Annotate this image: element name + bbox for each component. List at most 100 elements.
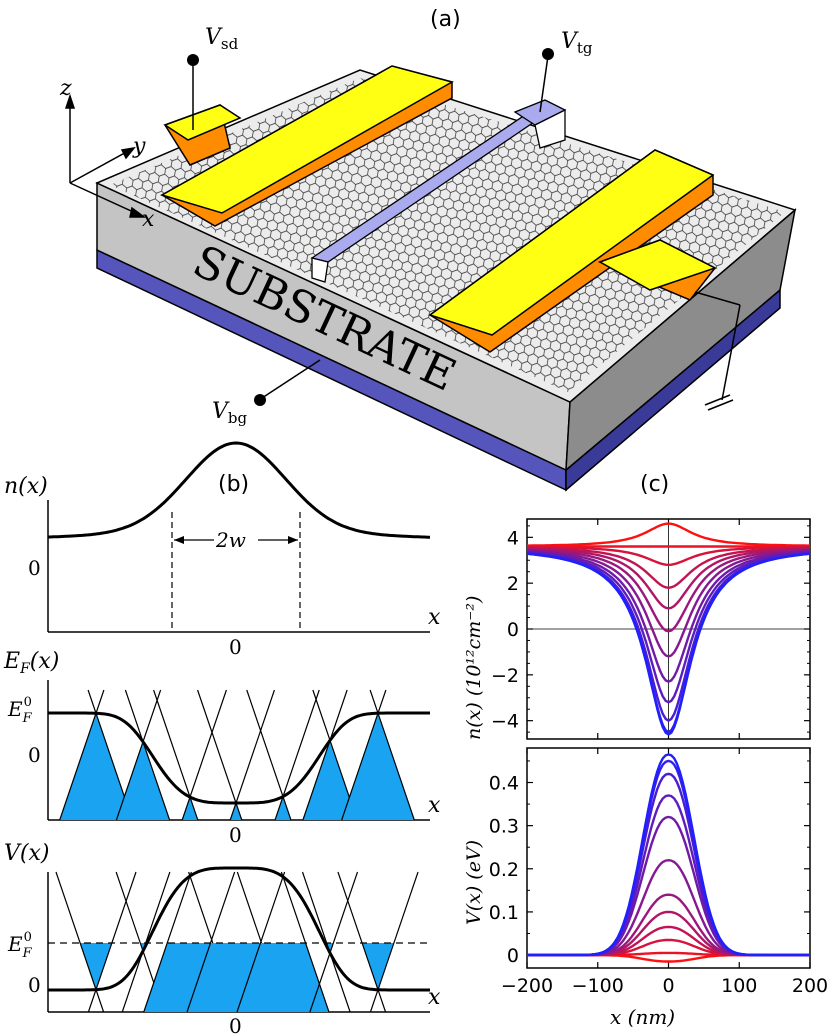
b-ef-cone-line-a-3: [197, 689, 243, 821]
b-width-label: 2w: [215, 528, 246, 552]
b-ef-xlabel: x: [428, 793, 441, 818]
b-ef-cone-fill-5: [302, 740, 358, 820]
c-top-series-8: [526, 551, 811, 704]
vtg-terminal-icon: [542, 48, 554, 60]
b-ef-cone-fill-0: [59, 713, 133, 820]
c-top-ytick-label-3: 2: [507, 573, 519, 595]
b-v-cone-line-a-4: [280, 871, 330, 1013]
c-top-series-7: [526, 550, 811, 684]
c-top-ylabel: n(x) (10¹²cm⁻²): [463, 596, 485, 740]
panel-c: (c) −4 −2 0 2 4 n(x) (10¹²cm⁻²) 0 0.1 0.2 0.3 0.…: [463, 472, 828, 1029]
c-bottom-ytick-label-1: 0.1: [489, 902, 519, 924]
c-top-series-6: [526, 549, 811, 658]
panel-c-label: (c): [640, 472, 669, 497]
c-bottom-xtick-label-1: −100: [572, 975, 624, 997]
source-contact: [160, 65, 454, 227]
b-ef-cone-line-a-4: [246, 689, 292, 821]
b-v-zero-y: 0: [28, 973, 41, 997]
b-ef-cone-line-a-1: [124, 689, 171, 821]
b-ef-cone-line-a-6: [369, 689, 415, 821]
coordinate-axes: [64, 93, 147, 218]
b-v-cone-line-b-3: [186, 871, 236, 1013]
c-top-series-5: [526, 548, 811, 633]
vsd-label: Vsd: [205, 25, 239, 53]
b-v-cone-line-a-5: [301, 871, 351, 1013]
c-xlabel: x (nm): [610, 1005, 675, 1029]
vtg-label: Vtg: [561, 29, 593, 57]
ground-icon: [694, 291, 741, 411]
c-top-ytick-label-4: 4: [507, 527, 519, 549]
b-ef-cone-line-b-0: [59, 689, 105, 821]
b-ef-cone-fill-3: [230, 803, 242, 820]
c-bottom-series-8: [527, 794, 810, 957]
axis-x-label: x: [142, 207, 155, 232]
b-v-cone-line-b-5: [309, 871, 359, 1013]
b-ef-ef0-label: EF0: [7, 695, 33, 726]
b-ef-cone-fill-2: [182, 797, 198, 820]
c-top-ytick-label-0: −4: [491, 711, 519, 733]
c-bottom-ytick-label-2: 0.2: [489, 859, 519, 881]
c-bottom-ytick-label-3: 0.3: [489, 816, 519, 838]
b-v-cone-fill-5: [326, 943, 334, 953]
b-v-ylabel: V(x): [4, 841, 49, 866]
b-ef-cone-line-b-3: [229, 689, 275, 821]
c-bottom-xtick-label-4: 200: [792, 975, 828, 997]
c-bottom-series-4: [527, 910, 810, 957]
b-v-zero-x: 0: [229, 1014, 242, 1036]
b-ef-cone-line-b-6: [341, 689, 387, 821]
top-gate: [310, 99, 567, 283]
b-ef-cone-fill-4: [275, 796, 291, 820]
c-bottom-xtick-label-0: −200: [501, 975, 553, 997]
b-v-ef0-label: EF0: [7, 930, 33, 961]
c-bottom-ticks: 0 0.1 0.2 0.3 0.4 −200 −100 0 100 200: [489, 748, 828, 997]
vbg-terminal-icon: [254, 394, 266, 406]
c-bottom-ytick-label-4: 0.4: [489, 773, 519, 795]
b-ef-ylabel: EF(x): [3, 649, 59, 677]
c-top-series-0: [527, 522, 810, 547]
b-v-curve: [48, 866, 430, 992]
b-v-cones: [55, 871, 419, 1013]
c-top-curves: [526, 522, 811, 736]
c-bottom-xtick-label-2: 0: [662, 975, 674, 997]
vsd-terminal-icon: [187, 54, 199, 66]
c-top-series-3: [526, 546, 811, 590]
c-bottom-curves: [527, 753, 810, 963]
vbg-label: Vbg: [212, 399, 247, 427]
c-bottom-frame: [526, 747, 811, 969]
c-top-series-2: [527, 546, 810, 567]
axis-y-label: y: [132, 134, 146, 159]
panel-a: (a): [59, 7, 797, 492]
c-bottom-ytick-label-0: 0: [507, 945, 519, 967]
b-v-cone-fill-1: [140, 943, 146, 951]
c-top-ytick-label-1: −2: [491, 665, 519, 687]
b-ef-cone-fill-1: [116, 741, 170, 820]
b-ef-cone-line-b-1: [115, 689, 162, 821]
b-n-ylabel: n(x): [4, 474, 48, 499]
drain-contact: [428, 149, 717, 353]
b-n-zero-x: 0: [229, 635, 242, 659]
b-n-curve: [48, 441, 430, 539]
b-n-xlabel: x: [428, 605, 441, 630]
c-bottom-series-5: [527, 893, 810, 957]
c-top-ytick-label-2: 0: [507, 619, 519, 641]
b-v-cone-fill-0: [80, 943, 112, 990]
c-bottom-ylabel: V(x) (eV): [463, 840, 485, 925]
b-ef-cone-fill-6: [341, 713, 415, 820]
c-bottom-series-11: [527, 753, 810, 957]
c-bottom-series-7: [527, 815, 810, 957]
b-ef-cone-line-b-5: [302, 689, 348, 821]
c-top-series-4: [526, 547, 811, 610]
axis-z-label: z: [59, 76, 72, 101]
c-bottom-xtick-label-3: 100: [721, 975, 757, 997]
b-v-cone-line-b-4: [236, 871, 286, 1013]
b-ef-curve: [48, 711, 430, 805]
panel-b: (b) n(x) x 0 0 2w EF(x) x EF0 0 0 V(x) x: [3, 441, 441, 1036]
b-v-xlabel: x: [428, 985, 441, 1010]
b-v-cone-fill-6: [362, 943, 394, 990]
b-ef-cones: [59, 689, 415, 821]
b-ef-zero-y: 0: [28, 743, 41, 767]
c-top-series-11: [526, 552, 811, 736]
b-n-zero-y: 0: [28, 556, 41, 580]
b-v-cone-fill-4: [237, 943, 329, 1012]
